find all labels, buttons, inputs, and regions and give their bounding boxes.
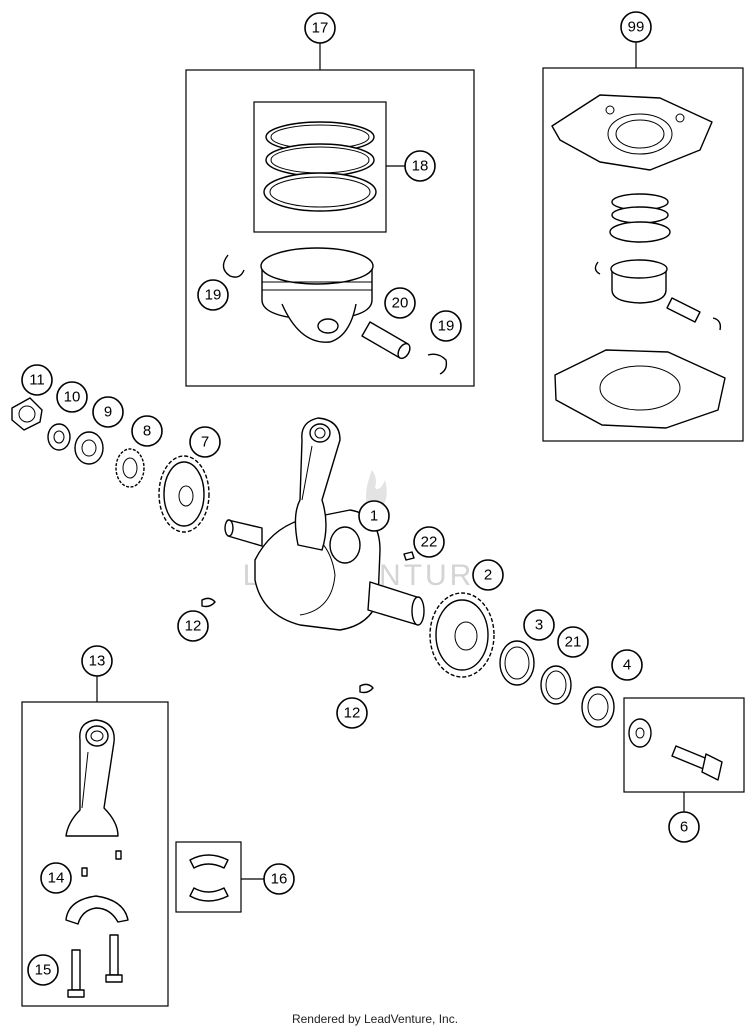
callout-label: 19 bbox=[438, 318, 455, 335]
callout-21[interactable]: 21 bbox=[557, 626, 589, 658]
callout-label: 20 bbox=[392, 295, 409, 312]
callout-13[interactable]: 13 bbox=[81, 645, 113, 677]
piston-rings-box bbox=[253, 101, 387, 233]
piston-kit-box bbox=[185, 69, 475, 387]
footer-credit: Rendered by LeadVenture, Inc. bbox=[291, 1012, 459, 1026]
callout-label: 3 bbox=[535, 617, 543, 634]
woodruff-key-lower[interactable] bbox=[359, 683, 374, 694]
conrod-bolts[interactable] bbox=[67, 934, 123, 998]
bolt-washer[interactable] bbox=[628, 718, 652, 748]
callout-label: 11 bbox=[29, 372, 45, 389]
callout-label: 19 bbox=[205, 287, 222, 304]
bearing-kit-box bbox=[175, 841, 242, 913]
callout-label: 15 bbox=[35, 962, 52, 979]
spacer-21[interactable] bbox=[540, 665, 572, 705]
small-circlip-left[interactable] bbox=[594, 261, 601, 275]
piston-rings[interactable] bbox=[263, 121, 377, 212]
callout-12-lower[interactable]: 12 bbox=[336, 697, 368, 729]
dowel-pin[interactable] bbox=[403, 551, 415, 561]
small-piston-rings[interactable] bbox=[609, 193, 671, 243]
callout-label: 7 bbox=[201, 434, 209, 451]
callout-2[interactable]: 2 bbox=[472, 559, 504, 591]
callout-7[interactable]: 7 bbox=[189, 426, 221, 458]
callout-12-upper[interactable]: 12 bbox=[177, 610, 209, 642]
small-piston[interactable] bbox=[610, 259, 668, 304]
callout-label: 14 bbox=[48, 870, 65, 887]
callout-8[interactable]: 8 bbox=[131, 415, 163, 447]
conrod-kit-box bbox=[21, 701, 169, 1007]
callout-label: 12 bbox=[185, 618, 202, 635]
callout-label: 4 bbox=[623, 657, 631, 674]
cylinder-head-gasket[interactable] bbox=[551, 94, 713, 171]
washer-10[interactable] bbox=[47, 423, 71, 451]
callout-6[interactable]: 6 bbox=[668, 811, 700, 843]
conrod-cap[interactable] bbox=[65, 895, 129, 925]
circlip-right[interactable] bbox=[427, 353, 448, 375]
callout-18[interactable]: 18 bbox=[404, 150, 436, 182]
callout-16[interactable]: 16 bbox=[263, 863, 295, 895]
circlip-left[interactable] bbox=[222, 254, 245, 278]
woodruff-key-upper[interactable] bbox=[201, 597, 216, 608]
timing-gear[interactable] bbox=[158, 455, 210, 533]
callout-label: 8 bbox=[143, 423, 151, 440]
callout-15[interactable]: 15 bbox=[27, 954, 59, 986]
crank-bolt[interactable] bbox=[671, 745, 723, 781]
gasket-kit-box bbox=[542, 67, 744, 442]
connecting-rod[interactable] bbox=[65, 719, 119, 837]
small-circlip-right[interactable] bbox=[712, 317, 722, 331]
thrust-washer-3[interactable] bbox=[499, 640, 535, 686]
callout-14[interactable]: 14 bbox=[40, 862, 72, 894]
bearing-shells[interactable] bbox=[189, 854, 229, 902]
callout-19-upper[interactable]: 19 bbox=[197, 279, 229, 311]
primary-gear[interactable] bbox=[429, 592, 495, 678]
washer-9[interactable] bbox=[74, 431, 104, 465]
callout-9[interactable]: 9 bbox=[92, 396, 124, 428]
piston-pin[interactable] bbox=[361, 321, 412, 360]
callout-label: 2 bbox=[484, 567, 492, 584]
callout-17[interactable]: 17 bbox=[304, 12, 336, 44]
callout-20[interactable]: 20 bbox=[384, 287, 416, 319]
cylinder-base-gasket[interactable] bbox=[554, 349, 726, 429]
callout-1[interactable]: 1 bbox=[358, 500, 390, 532]
callout-label: 16 bbox=[271, 871, 288, 888]
callout-22[interactable]: 22 bbox=[413, 526, 445, 558]
callout-label: 9 bbox=[104, 404, 112, 421]
nut[interactable] bbox=[11, 397, 43, 431]
crankshaft-assembly[interactable] bbox=[224, 417, 425, 631]
small-piston-pin[interactable] bbox=[666, 297, 701, 323]
callout-99[interactable]: 99 bbox=[620, 11, 652, 43]
callout-label: 99 bbox=[628, 19, 645, 36]
callout-label: 1 bbox=[370, 508, 378, 525]
callout-label: 18 bbox=[412, 158, 429, 175]
callout-label: 10 bbox=[64, 389, 81, 406]
callout-11[interactable]: 11 bbox=[21, 364, 53, 396]
small-gear[interactable] bbox=[115, 448, 145, 488]
callout-10[interactable]: 10 bbox=[56, 381, 88, 413]
callout-label: 12 bbox=[344, 705, 361, 722]
callout-label: 17 bbox=[312, 20, 329, 37]
lock-washer-4[interactable] bbox=[581, 686, 615, 728]
piston[interactable] bbox=[260, 247, 374, 343]
conrod-dowels[interactable] bbox=[81, 850, 122, 877]
callout-label: 22 bbox=[421, 534, 438, 551]
callout-label: 21 bbox=[565, 634, 582, 651]
callout-4[interactable]: 4 bbox=[611, 649, 643, 681]
callout-label: 13 bbox=[89, 653, 106, 670]
callout-19-lower[interactable]: 19 bbox=[430, 310, 462, 342]
callout-label: 6 bbox=[680, 819, 688, 836]
callout-3[interactable]: 3 bbox=[523, 609, 555, 641]
